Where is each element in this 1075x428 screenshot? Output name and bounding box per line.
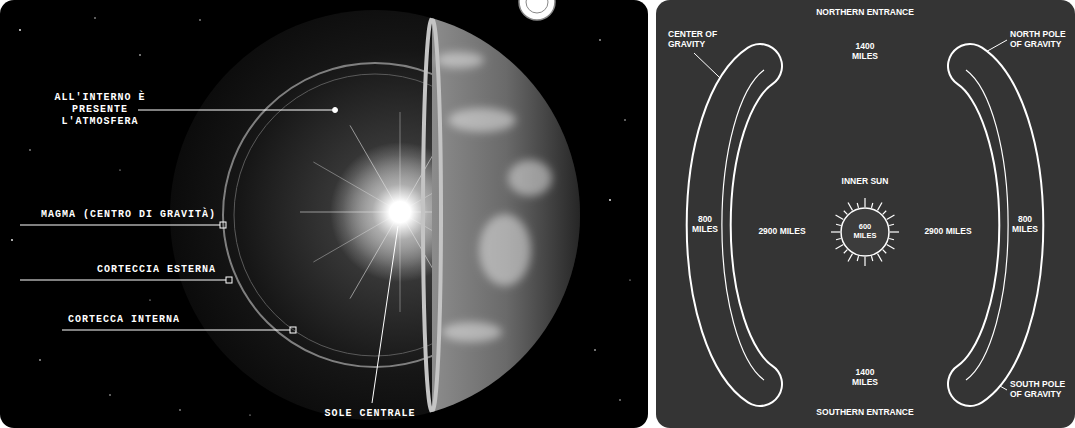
leader-line — [138, 110, 332, 111]
sun-ray — [831, 231, 840, 232]
band-dimension: 800 MILES — [688, 215, 722, 235]
sun-shape — [830, 176, 900, 268]
sun-ray — [836, 224, 841, 225]
dimension-label: 1400 MILES — [845, 42, 885, 62]
star — [149, 299, 150, 300]
sun-ray — [878, 254, 883, 262]
star — [11, 239, 13, 241]
star — [249, 414, 250, 415]
sun-ray — [836, 215, 844, 220]
leader-line — [62, 330, 290, 331]
cloud — [442, 322, 502, 342]
sun-ray — [864, 257, 865, 266]
gravity-band: 800 MILES — [678, 40, 778, 410]
star — [19, 29, 21, 31]
sun-ray — [844, 250, 848, 254]
logo-emblem — [519, 0, 555, 20]
sun-ray — [871, 256, 872, 261]
inner-crust-ring — [234, 74, 432, 356]
dimension-label: 2900 MILES — [750, 227, 814, 237]
leader-square — [220, 222, 226, 228]
sun-ray — [836, 245, 844, 250]
part-label: CORTECCA INTERNA — [68, 314, 198, 326]
entrance-label: SOUTHERN ENTRANCE — [795, 408, 935, 418]
leader-line — [372, 226, 398, 403]
star — [179, 409, 180, 410]
sun-ray — [844, 211, 848, 215]
sun-dimension: 600 MILES — [850, 223, 880, 240]
space-panel — [0, 0, 648, 428]
part-label: SOUTH POLE OF GRAVITY — [1010, 380, 1068, 400]
part-label: CENTER OF GRAVITY — [668, 30, 720, 50]
earth-surface — [432, 0, 632, 428]
star — [139, 54, 141, 56]
crust-cut-edge — [423, 18, 441, 412]
sun-rays — [223, 63, 432, 367]
leader-lines — [20, 40, 1007, 403]
leader-line — [20, 225, 220, 226]
leader-line — [20, 280, 226, 281]
cloud — [436, 52, 484, 68]
part-label: ALL'INTERNO È PRESENTE L'ATMOSFERA — [50, 92, 150, 128]
star — [119, 169, 120, 170]
star — [109, 394, 110, 395]
sun-ray — [857, 203, 858, 208]
inner-sun: INNER SUN 600 MILES — [830, 176, 900, 268]
leader-square — [226, 277, 232, 283]
hollow-earth — [170, 0, 632, 428]
gravity-line — [722, 70, 764, 380]
star — [609, 199, 611, 201]
magma-ring — [223, 63, 432, 367]
entrance-label: NORTHERN ENTRANCE — [795, 8, 935, 18]
sun-ray — [887, 245, 895, 250]
star — [619, 399, 620, 400]
star — [629, 279, 630, 280]
cloud — [448, 108, 516, 132]
star — [594, 349, 596, 351]
sun-ray — [848, 254, 853, 262]
cloud — [479, 214, 531, 286]
star — [29, 149, 30, 150]
band-dimension: 800 MILES — [1008, 215, 1042, 235]
sun-ray — [836, 238, 841, 239]
sun-ray — [878, 203, 883, 211]
sun-ray — [883, 250, 887, 254]
leader-dot — [333, 108, 338, 113]
sun-disc — [841, 208, 889, 256]
logo-emblem — [526, 0, 548, 13]
star — [94, 17, 95, 18]
star — [39, 359, 41, 361]
dimension-label: 1400 MILES — [845, 368, 885, 388]
sun-ray — [890, 231, 899, 232]
part-label: SOLE CENTRALE — [310, 408, 430, 420]
sun-ray — [864, 198, 865, 207]
part-label: NORTH POLE OF GRAVITY — [1010, 30, 1068, 50]
sun-ray — [889, 238, 894, 239]
sun-ray — [871, 203, 872, 208]
star — [599, 39, 601, 41]
sun-heading: INNER SUN — [830, 177, 900, 187]
star — [199, 19, 200, 20]
sun-ray — [887, 215, 895, 220]
clouds — [436, 52, 552, 342]
earth-clip — [223, 0, 632, 428]
sun-rays — [831, 198, 899, 266]
star — [624, 119, 625, 120]
sun-ray — [857, 256, 858, 261]
part-label: CORTECCIA ESTERNA — [86, 264, 216, 276]
gravity-line — [966, 70, 1008, 380]
gravity-band: 800 MILES — [952, 40, 1052, 410]
cloud — [508, 160, 552, 196]
sun-ray — [848, 203, 853, 211]
part-label: MAGMA (CENTRO DI GRAVITÀ) — [36, 209, 216, 221]
sun-ray — [883, 211, 887, 215]
diagram-panel — [656, 0, 1075, 428]
sun-ray — [889, 224, 894, 225]
dimension-label: 2900 MILES — [916, 227, 980, 237]
leader-square — [290, 327, 296, 333]
